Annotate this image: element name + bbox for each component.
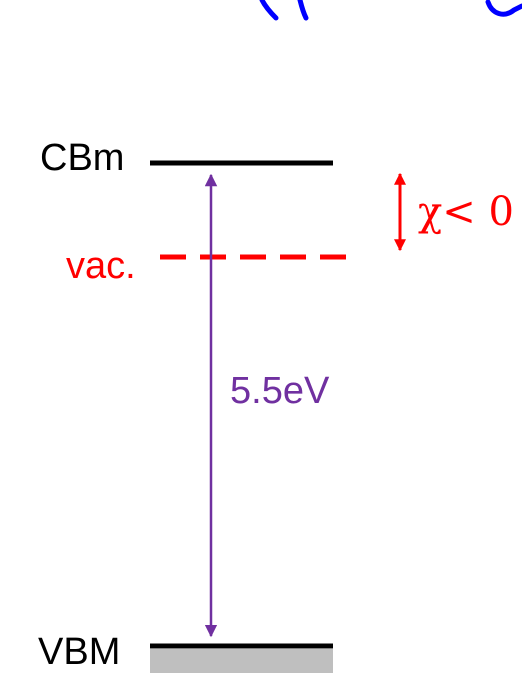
valence-band-fill (150, 649, 333, 673)
chi-relation: < 0 (442, 189, 514, 235)
vacuum-label: vac. (66, 245, 136, 287)
vbm-label: VBM (38, 631, 120, 673)
band-gap-label: 5.5eV (230, 370, 330, 412)
chi-symbol: χ (418, 189, 442, 235)
chi-label: χ< 0 (418, 189, 514, 235)
cbm-label: CBm (40, 137, 124, 179)
clipped-top-text (259, 0, 522, 21)
